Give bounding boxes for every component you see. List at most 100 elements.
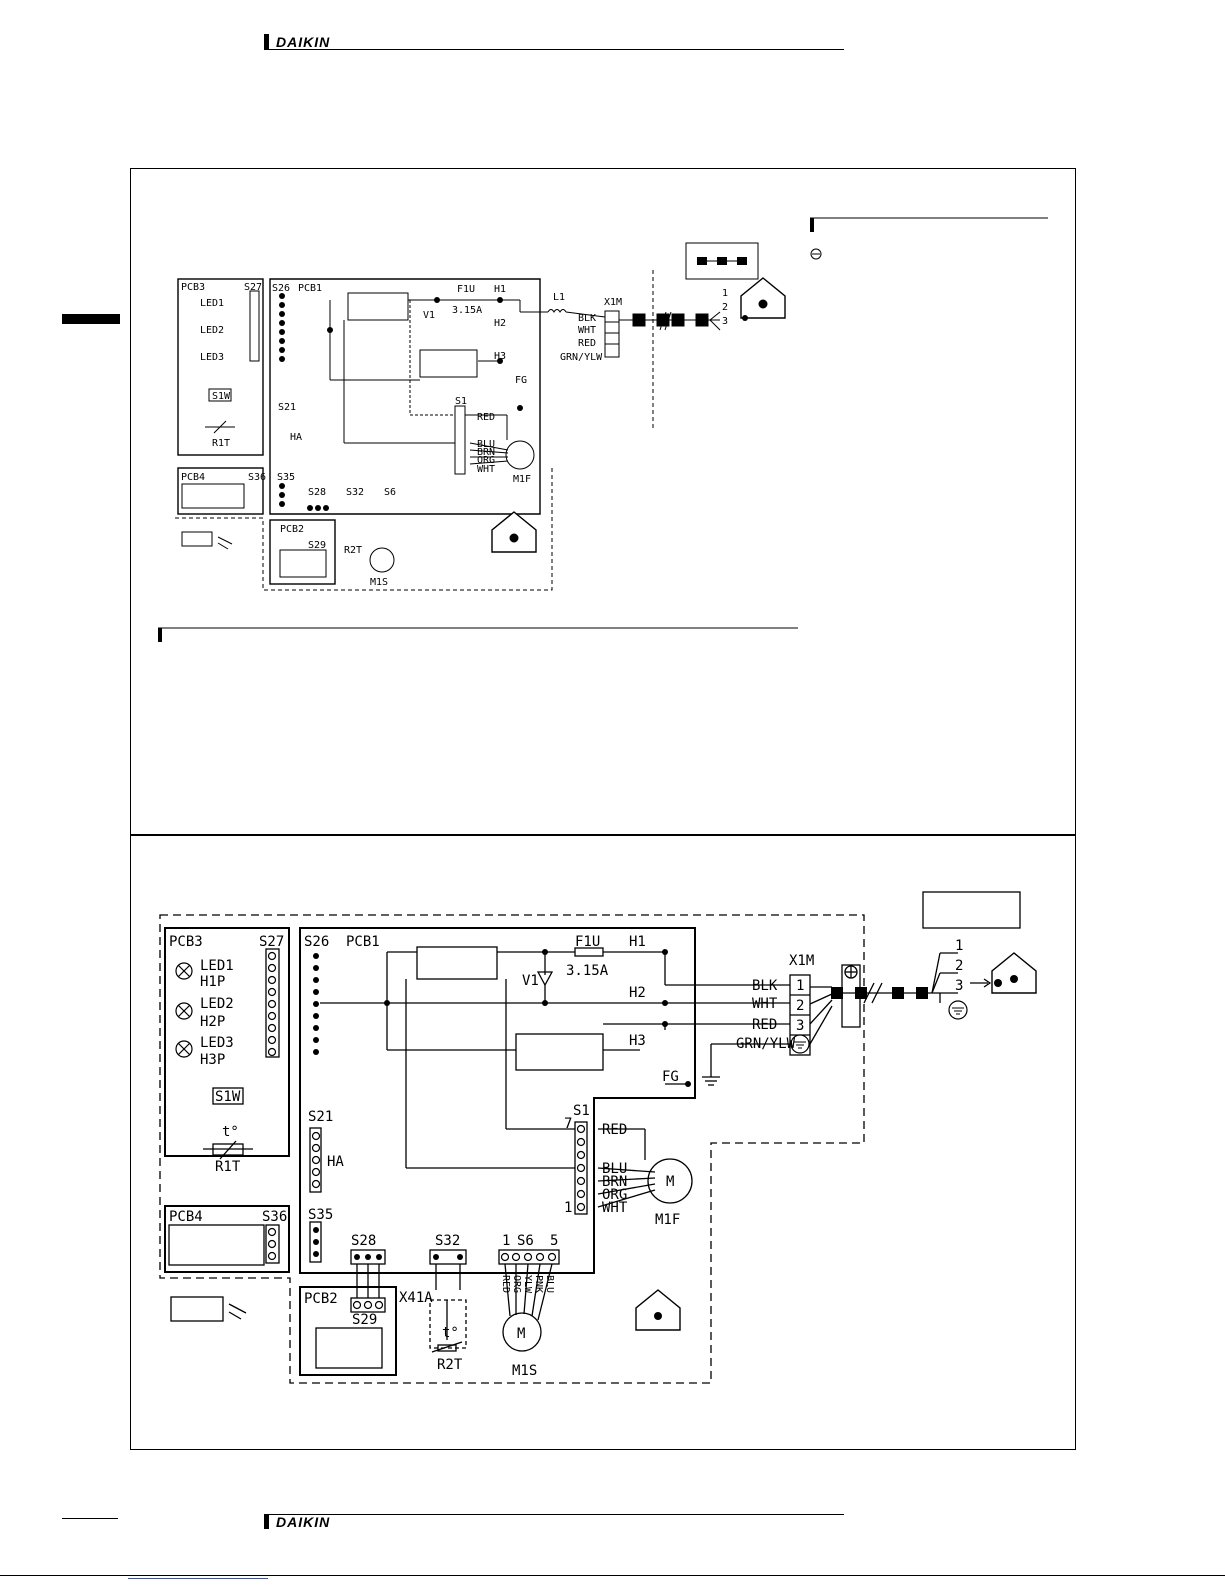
wire-wht: WHT bbox=[752, 996, 778, 1012]
m1f-label: M1F bbox=[655, 1212, 680, 1228]
upper-wire-grn-ylw: GRN/YLW bbox=[560, 352, 603, 363]
footer-bar bbox=[264, 1514, 269, 1529]
lower-frame bbox=[130, 834, 1076, 1450]
upper-s35-label: S35 bbox=[277, 472, 295, 483]
swing-motor-symbol: M bbox=[517, 1326, 525, 1342]
footer-rule bbox=[264, 1514, 844, 1515]
x1m-label: X1M bbox=[789, 953, 814, 969]
footer-left-rule bbox=[62, 1518, 118, 1519]
swing-wire-org: ORG bbox=[511, 1275, 522, 1293]
upper-fan-org: ORG bbox=[477, 455, 495, 466]
fg-label: FG bbox=[662, 1069, 679, 1085]
upper-ha-label: HA bbox=[290, 432, 302, 443]
upper-strip-3: 3 bbox=[722, 316, 728, 327]
side-tab-marker bbox=[62, 314, 120, 324]
s32-label: S32 bbox=[435, 1233, 460, 1249]
upper-s1-label: S1 bbox=[455, 396, 467, 407]
h2p-label: H2P bbox=[200, 1014, 225, 1030]
upper-led1-label: LED1 bbox=[200, 298, 224, 309]
x1m-pin-1: 1 bbox=[796, 978, 804, 994]
led2-label: LED2 bbox=[200, 996, 234, 1012]
upper-s28-label: S28 bbox=[308, 487, 326, 498]
s6-pin-1: 1 bbox=[502, 1233, 510, 1249]
fan-wire-wht: WHT bbox=[602, 1200, 628, 1216]
s35-label: S35 bbox=[308, 1207, 333, 1223]
page-bottom-rule bbox=[0, 1575, 1225, 1576]
f1u-label: F1U bbox=[575, 934, 600, 950]
s27-label: S27 bbox=[259, 934, 284, 950]
strip-1: 1 bbox=[955, 938, 963, 954]
v1-label: V1 bbox=[522, 973, 539, 989]
h2-label: H2 bbox=[629, 985, 646, 1001]
upper-r2t-label: R2T bbox=[344, 545, 362, 556]
pcb3-label: PCB3 bbox=[169, 934, 203, 950]
daikin-logo-footer: DAIKIN bbox=[276, 1514, 331, 1530]
s6-pin-5: 5 bbox=[550, 1233, 558, 1249]
r1t-label: R1T bbox=[215, 1159, 241, 1175]
upper-fan-blu: BLU bbox=[477, 439, 495, 450]
upper-s6-label: S6 bbox=[384, 487, 396, 498]
upper-s26-label: S26 bbox=[272, 283, 290, 294]
wire-grn-ylw: GRN/YLW bbox=[736, 1036, 796, 1052]
upper-fuse-rating-label: 3.15A bbox=[452, 305, 482, 316]
upper-pcb3-label: PCB3 bbox=[181, 282, 205, 293]
upper-l1-label: L1 bbox=[553, 292, 565, 303]
h3-label: H3 bbox=[629, 1033, 646, 1049]
s29-label: S29 bbox=[352, 1312, 377, 1328]
fuse-rating-label: 3.15A bbox=[566, 963, 609, 979]
upper-f1u-label: F1U bbox=[457, 284, 475, 295]
h1-label: H1 bbox=[629, 934, 646, 950]
swing-wire-ylw: YLW bbox=[522, 1275, 533, 1294]
swing-wire-blu: BLU bbox=[544, 1275, 555, 1293]
upper-s27-label: S27 bbox=[244, 282, 262, 293]
upper-m1f-label: M1F bbox=[513, 474, 531, 485]
wire-blk: BLK bbox=[752, 978, 778, 994]
fan-wire-brn: BRN bbox=[602, 1174, 627, 1190]
s28-label: S28 bbox=[351, 1233, 376, 1249]
lower-icons bbox=[175, 952, 1037, 1331]
upper-s32-label: S32 bbox=[346, 487, 364, 498]
upper-fan-wht: WHT bbox=[477, 464, 495, 475]
upper-wire-blk: BLK bbox=[578, 313, 596, 324]
upper-s21-label: S21 bbox=[278, 402, 296, 413]
page-link-underline[interactable] bbox=[128, 1578, 268, 1579]
page-header: DAIKIN bbox=[264, 34, 844, 50]
r2t-thermo-symbol: t° bbox=[442, 1325, 459, 1341]
upper-strip-2: 2 bbox=[722, 302, 728, 313]
ha-label: HA bbox=[327, 1154, 344, 1170]
fan-motor-symbol: M bbox=[666, 1174, 674, 1190]
daikin-logo: DAIKIN bbox=[276, 34, 331, 50]
s1-label: S1 bbox=[573, 1103, 590, 1119]
upper-r1t-label: R1T bbox=[212, 438, 230, 449]
strip-3: 3 bbox=[955, 978, 963, 994]
fan-wire-red: RED bbox=[602, 1122, 627, 1138]
upper-v1-label: V1 bbox=[423, 310, 435, 321]
swing-wire-pnk: PNK bbox=[533, 1275, 544, 1293]
s6-label: S6 bbox=[517, 1233, 534, 1249]
lower-labels: PCB3 S27 S26 PCB1 LED1 H1P LED2 H2P LED3… bbox=[169, 934, 963, 1379]
upper-pcb4-label: PCB4 bbox=[181, 472, 205, 483]
upper-s36-label: S36 bbox=[248, 472, 266, 483]
h1p-label: H1P bbox=[200, 974, 225, 990]
upper-wire-red: RED bbox=[578, 338, 596, 349]
s26-label: S26 bbox=[304, 934, 329, 950]
header-bar bbox=[264, 34, 269, 49]
led3-label: LED3 bbox=[200, 1035, 234, 1051]
upper-labels: PCB3 S27 S26 PCB1 LED1 LED2 LED3 S1W R1T… bbox=[181, 282, 728, 588]
led1-label: LED1 bbox=[200, 958, 234, 974]
pcb2-label: PCB2 bbox=[304, 1291, 338, 1307]
x1m-pin-2: 2 bbox=[796, 998, 804, 1014]
x41a-label: X41A bbox=[399, 1290, 433, 1306]
upper-s1w-label: S1W bbox=[212, 391, 231, 402]
upper-m1s-label: M1S bbox=[370, 577, 388, 588]
swing-wire-red: RED bbox=[500, 1275, 511, 1293]
s1-pin-1: 1 bbox=[564, 1200, 572, 1216]
strip-2: 2 bbox=[955, 958, 963, 974]
r1t-thermo-symbol: t° bbox=[222, 1124, 239, 1140]
upper-h2-label: H2 bbox=[494, 318, 506, 329]
upper-led3-label: LED3 bbox=[200, 352, 224, 363]
fan-wire-blu: BLU bbox=[602, 1161, 627, 1177]
x1m-pin-3: 3 bbox=[796, 1018, 804, 1034]
pcb1-label: PCB1 bbox=[346, 934, 380, 950]
